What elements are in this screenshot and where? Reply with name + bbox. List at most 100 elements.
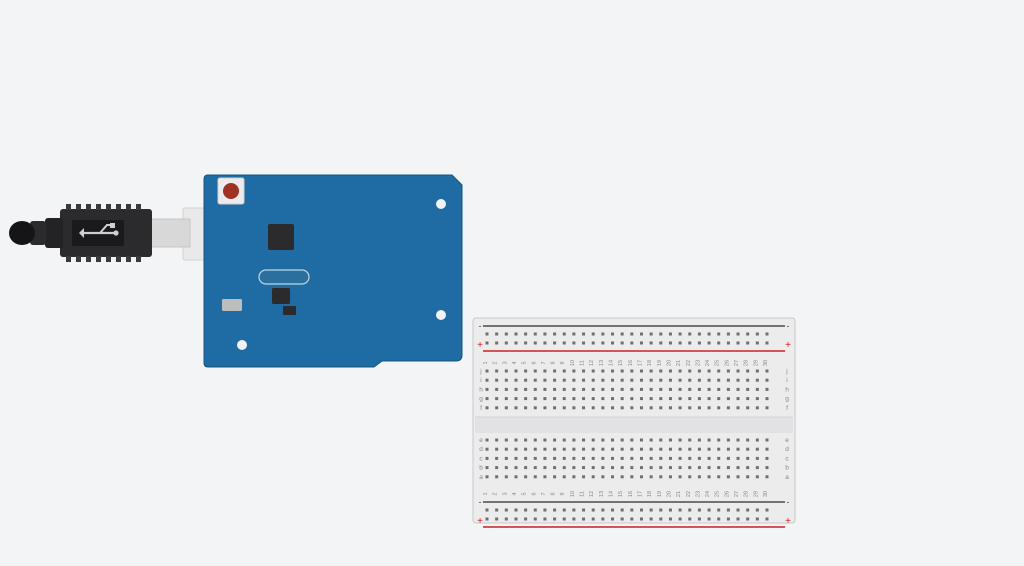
svg-text:5: 5 <box>522 361 528 364</box>
svg-text:11: 11 <box>580 360 586 366</box>
svg-text:18: 18 <box>647 360 653 366</box>
svg-text:g: g <box>785 396 789 403</box>
svg-text:9: 9 <box>560 492 566 495</box>
arduino-uno-board[interactable] <box>203 174 463 368</box>
svg-text:c: c <box>785 455 789 462</box>
svg-text:20: 20 <box>666 491 672 497</box>
svg-text:i: i <box>786 377 787 384</box>
svg-text:-: - <box>787 321 790 331</box>
svg-text:22: 22 <box>686 360 692 366</box>
svg-text:17: 17 <box>637 360 643 366</box>
svg-text:20: 20 <box>666 360 672 366</box>
breadboard-row-g <box>485 397 769 401</box>
svg-text:29: 29 <box>753 491 759 497</box>
breadboard-rail-top-minus <box>485 332 769 336</box>
svg-text:-: - <box>787 497 790 507</box>
svg-text:1: 1 <box>483 492 489 495</box>
svg-text:14: 14 <box>609 491 615 497</box>
svg-text:d: d <box>479 446 483 453</box>
svg-text:+: + <box>477 340 483 351</box>
svg-text:27: 27 <box>734 491 740 497</box>
svg-text:11: 11 <box>580 491 586 497</box>
svg-text:i: i <box>480 377 481 384</box>
svg-text:16: 16 <box>628 491 634 497</box>
svg-text:c: c <box>479 455 483 462</box>
svg-text:28: 28 <box>744 491 750 497</box>
svg-text:h: h <box>479 386 483 393</box>
svg-text:-: - <box>479 321 482 331</box>
svg-text:23: 23 <box>695 491 701 497</box>
svg-text:15: 15 <box>618 360 624 366</box>
svg-text:21: 21 <box>676 360 682 366</box>
svg-text:e: e <box>479 437 483 444</box>
breadboard-row-b <box>485 466 769 470</box>
svg-text:24: 24 <box>705 360 711 366</box>
svg-text:29: 29 <box>753 360 759 366</box>
svg-text:+: + <box>477 516 483 527</box>
svg-text:12: 12 <box>589 360 595 366</box>
svg-text:13: 13 <box>599 360 605 366</box>
svg-text:25: 25 <box>715 491 721 497</box>
svg-text:10: 10 <box>570 491 576 497</box>
svg-text:30: 30 <box>763 360 769 366</box>
svg-text:j: j <box>479 368 481 375</box>
breadboard-row-h <box>485 387 769 391</box>
breadboard-rail-bottom-plus <box>485 517 769 521</box>
svg-text:2: 2 <box>493 492 499 495</box>
svg-text:5: 5 <box>522 492 528 495</box>
svg-text:g: g <box>479 396 483 403</box>
breadboard-row-c <box>485 456 769 460</box>
svg-text:26: 26 <box>724 491 730 497</box>
svg-text:18: 18 <box>647 491 653 497</box>
svg-text:27: 27 <box>734 360 740 366</box>
svg-text:6: 6 <box>531 492 537 495</box>
svg-text:f: f <box>786 405 788 412</box>
svg-text:3: 3 <box>502 492 508 495</box>
svg-text:+: + <box>785 516 791 527</box>
breadboard-row-e <box>485 438 769 442</box>
svg-text:b: b <box>785 465 789 472</box>
svg-text:8: 8 <box>551 361 557 364</box>
svg-text:f: f <box>480 405 482 412</box>
svg-text:25: 25 <box>715 360 721 366</box>
svg-text:1: 1 <box>483 361 489 364</box>
svg-text:a: a <box>479 474 483 481</box>
svg-text:8: 8 <box>551 492 557 495</box>
svg-text:23: 23 <box>695 360 701 366</box>
svg-text:15: 15 <box>618 491 624 497</box>
svg-text:12: 12 <box>589 491 595 497</box>
svg-text:10: 10 <box>570 360 576 366</box>
breadboard-row-d <box>485 447 769 451</box>
svg-text:19: 19 <box>657 491 663 497</box>
svg-text:-: - <box>479 497 482 507</box>
svg-text:7: 7 <box>541 492 547 495</box>
breadboard-row-f <box>485 406 769 410</box>
svg-text:26: 26 <box>724 360 730 366</box>
svg-text:14: 14 <box>609 360 615 366</box>
svg-text:4: 4 <box>512 492 518 495</box>
svg-text:28: 28 <box>744 360 750 366</box>
breadboard-row-i <box>485 378 769 382</box>
svg-text:j: j <box>785 368 787 375</box>
svg-text:2: 2 <box>493 361 499 364</box>
svg-text:a: a <box>785 474 789 481</box>
svg-text:b: b <box>479 465 483 472</box>
breadboard-rail-bottom-minus <box>485 508 769 512</box>
svg-text:22: 22 <box>686 491 692 497</box>
reset-button[interactable] <box>217 177 245 205</box>
svg-text:e: e <box>785 437 789 444</box>
usb-cable[interactable] <box>9 204 238 262</box>
svg-text:19: 19 <box>657 360 663 366</box>
svg-text:17: 17 <box>637 491 643 497</box>
svg-text:+: + <box>785 340 791 351</box>
usb-icon <box>79 223 119 238</box>
svg-text:d: d <box>785 446 789 453</box>
breadboard-row-a <box>485 475 769 479</box>
svg-text:30: 30 <box>763 491 769 497</box>
svg-text:13: 13 <box>599 491 605 497</box>
svg-text:9: 9 <box>560 361 566 364</box>
